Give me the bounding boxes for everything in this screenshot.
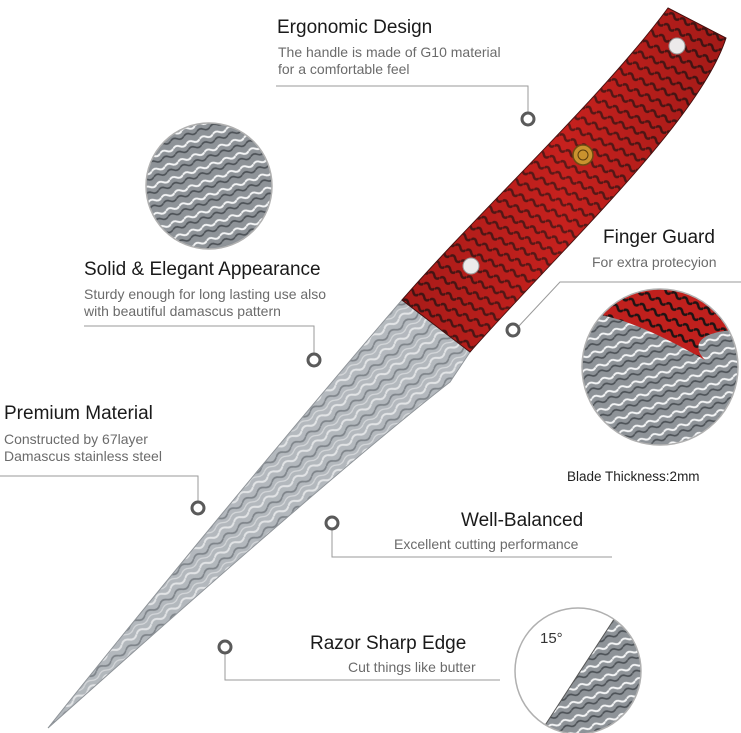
marker-rings [190, 111, 536, 655]
premium-desc-line2: Damascus stainless steel [4, 448, 162, 464]
knife-blade [47, 299, 471, 729]
leader-edge [224, 650, 500, 681]
premium-desc: Constructed by 67layer Damascus stainles… [4, 431, 162, 465]
marker-balanced [324, 515, 340, 531]
zoom-finger-guard [581, 288, 739, 446]
marker-ergonomic [520, 111, 536, 127]
premium-title: Premium Material [4, 403, 153, 424]
ergonomic-title: Ergonomic Design [277, 17, 433, 38]
marker-edge [217, 639, 233, 655]
appearance-desc-line2: with beautiful damascus pattern [84, 303, 281, 319]
edge-angle-label: 15° [540, 630, 563, 647]
finger-guard-title: Finger Guard [603, 227, 715, 248]
appearance-title: Solid & Elegant Appearance [84, 259, 321, 280]
ergonomic-desc-line1: The handle is made of G10 material [278, 44, 501, 60]
mosaic-pin [572, 144, 594, 166]
knife-handle [401, 7, 727, 353]
zoom-edge [514, 607, 642, 733]
leader-premium [0, 475, 199, 505]
balanced-desc: Excellent cutting performance [394, 536, 579, 552]
leader-finger-guard [517, 281, 741, 328]
appearance-desc-line1: Sturdy enough for long lasting use also [84, 286, 327, 302]
rivet-bottom [462, 257, 480, 275]
leader-ergonomic [276, 85, 529, 113]
balanced-title: Well-Balanced [461, 510, 584, 531]
edge-desc: Cut things like butter [348, 659, 476, 675]
blade-thickness-label: Blade Thickness:2mm [567, 469, 700, 484]
leader-balanced [331, 527, 612, 558]
leader-appearance [84, 325, 315, 354]
finger-guard-desc: For extra protecyion [592, 254, 717, 270]
premium-desc-line1: Constructed by 67layer [4, 431, 148, 447]
leader-lines [0, 85, 741, 681]
appearance-desc: Sturdy enough for long lasting use also … [84, 286, 326, 320]
marker-appearance [306, 352, 322, 368]
zoom-damascus-pattern [145, 122, 273, 250]
ergonomic-desc: The handle is made of G10 material for a… [278, 44, 501, 78]
rivet-top [668, 37, 686, 55]
marker-premium [190, 500, 206, 516]
ergonomic-desc-line2: for a comfortable feel [278, 61, 410, 77]
edge-title: Razor Sharp Edge [310, 633, 467, 654]
marker-finger-guard [505, 322, 521, 338]
